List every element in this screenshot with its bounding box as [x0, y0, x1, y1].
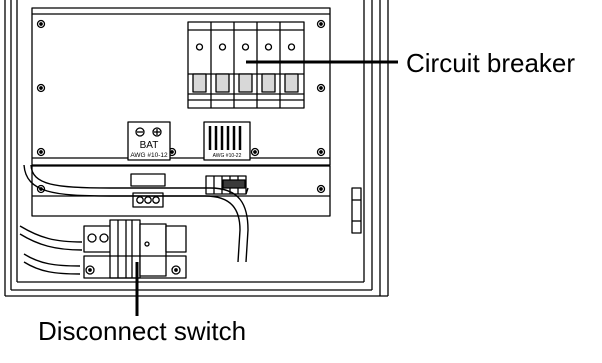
- bat-label: BAT: [140, 140, 159, 151]
- circuit-breaker-label: Circuit breaker: [406, 50, 575, 76]
- right-block-spec: AWG #10-22: [213, 153, 242, 159]
- terminal-block-right: [206, 176, 246, 194]
- bat-wire-spec: AWG #10-12: [130, 152, 168, 159]
- lower-shelf: [32, 166, 330, 216]
- disconnect-switch-label: Disconnect switch: [38, 318, 246, 344]
- terminal-block-left: [131, 174, 165, 207]
- disconnect-switch: [84, 220, 186, 278]
- hinge-bracket: [352, 188, 361, 233]
- panel-screws: [38, 21, 325, 156]
- circuit-breaker: [188, 22, 304, 108]
